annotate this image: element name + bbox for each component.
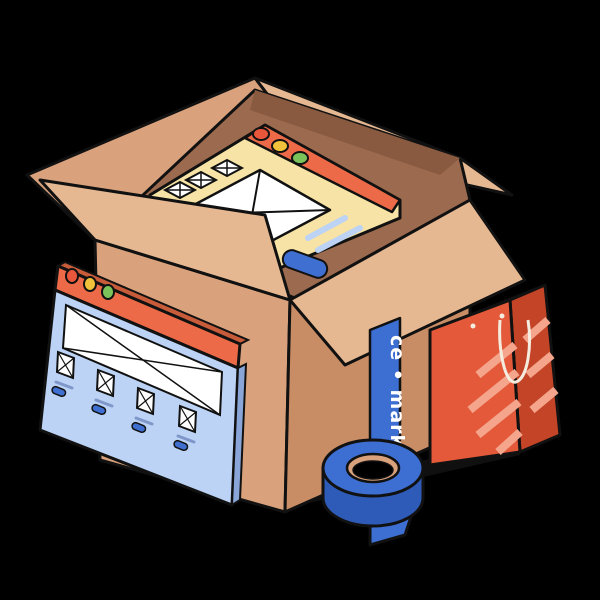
shopping-bag-icon [428, 283, 562, 467]
yellow-dot-icon [83, 276, 97, 292]
tape-strip [368, 316, 402, 457]
image-placeholder-icon [162, 180, 198, 200]
box-front-right-flap [288, 198, 527, 367]
box-inner-shade [250, 90, 460, 175]
front-browser-window [38, 260, 251, 507]
inner-blue-button [281, 249, 329, 279]
product-thumbnail-icon [135, 386, 156, 416]
product-buy-button [51, 385, 67, 398]
image-placeholder-icon [209, 158, 245, 178]
green-dot-icon [291, 151, 309, 165]
product-buy-button [173, 439, 189, 452]
image-placeholder-icon [183, 170, 219, 190]
red-dot-icon [65, 268, 79, 284]
product-thumbnail-icon [55, 350, 76, 380]
product-thumbnail-icon [177, 404, 198, 434]
product-buy-button [91, 403, 107, 416]
product-thumbnail-icon [95, 368, 116, 398]
red-dot-icon [252, 127, 270, 141]
yellow-dot-icon [271, 139, 289, 153]
banner-image-placeholder-icon [61, 303, 224, 417]
green-dot-icon [101, 284, 115, 300]
product-buy-button [131, 421, 147, 434]
tape-roll-icon [321, 438, 425, 547]
